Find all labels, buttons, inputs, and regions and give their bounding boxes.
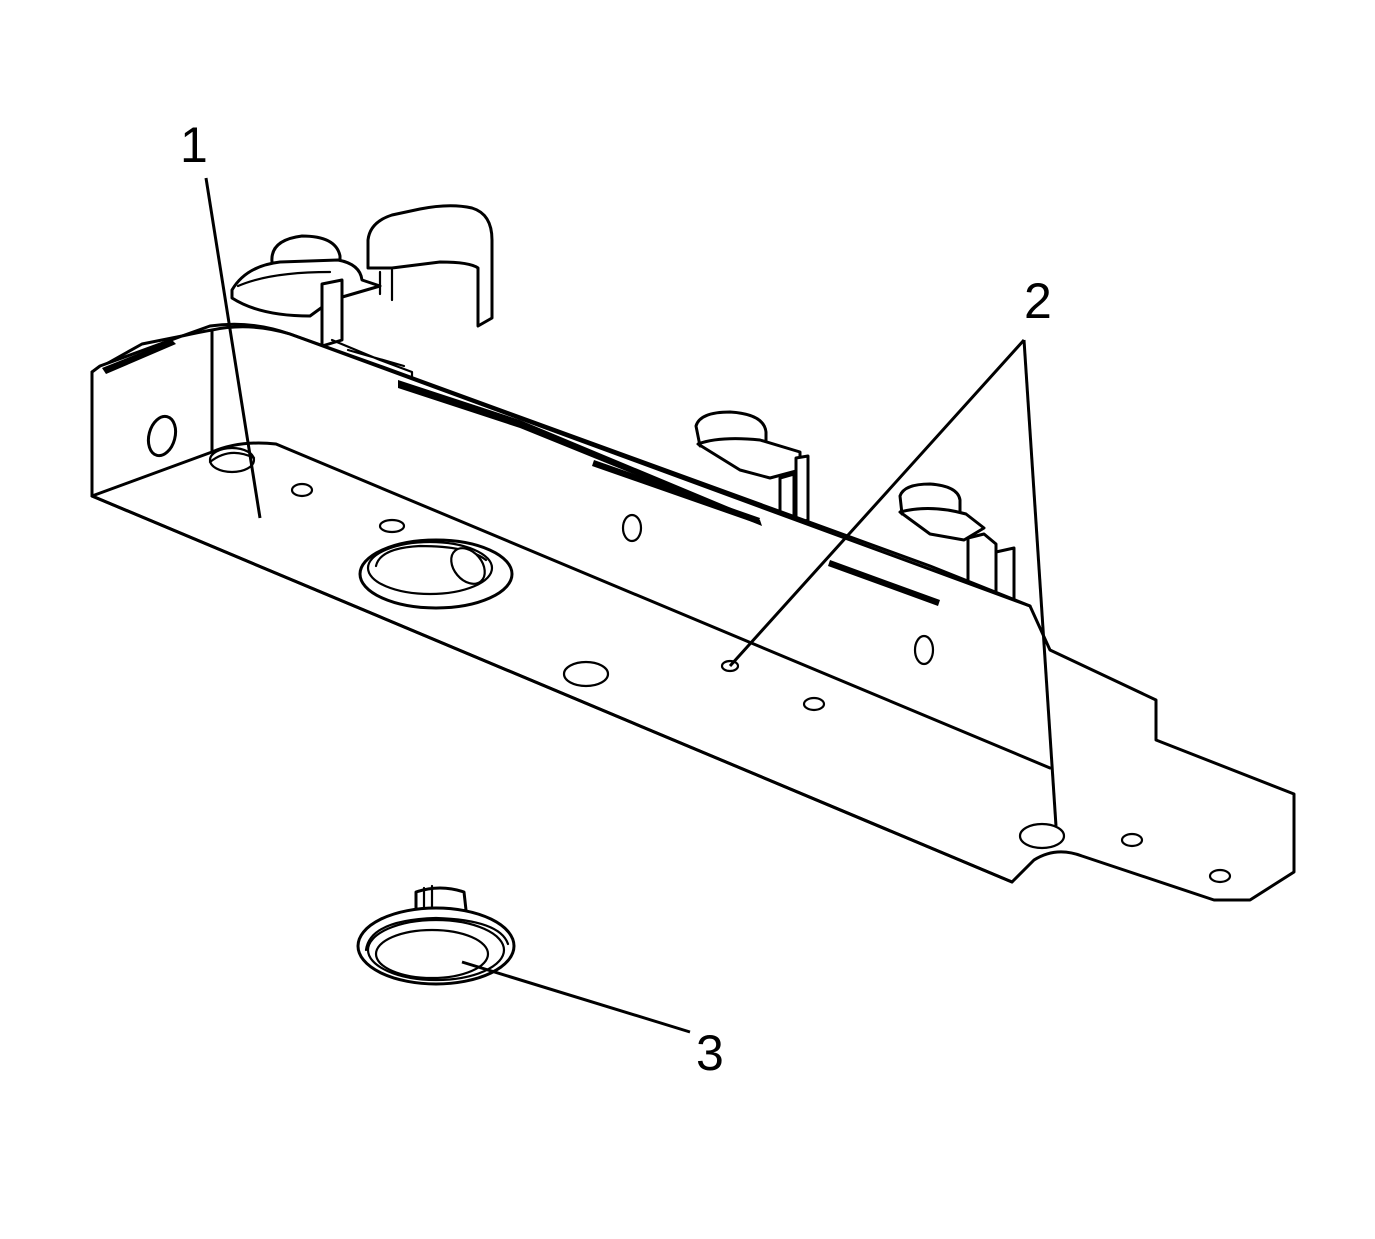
callout-1: 1: [180, 117, 208, 173]
leader-1: [204, 177, 262, 519]
callout-2: 2: [1024, 273, 1052, 329]
valve-body-housing: [90, 322, 1296, 902]
callout-3: 3: [696, 1025, 724, 1081]
leader-2b: [1022, 339, 1058, 827]
leader-lines: [204, 177, 1058, 1034]
leader-3: [461, 960, 691, 1034]
seal-plug: [356, 884, 516, 986]
leader-2a: [728, 338, 1026, 668]
callout-labels: 1 2 3: [180, 117, 1052, 1081]
valve-body-assembly: [90, 204, 1296, 902]
